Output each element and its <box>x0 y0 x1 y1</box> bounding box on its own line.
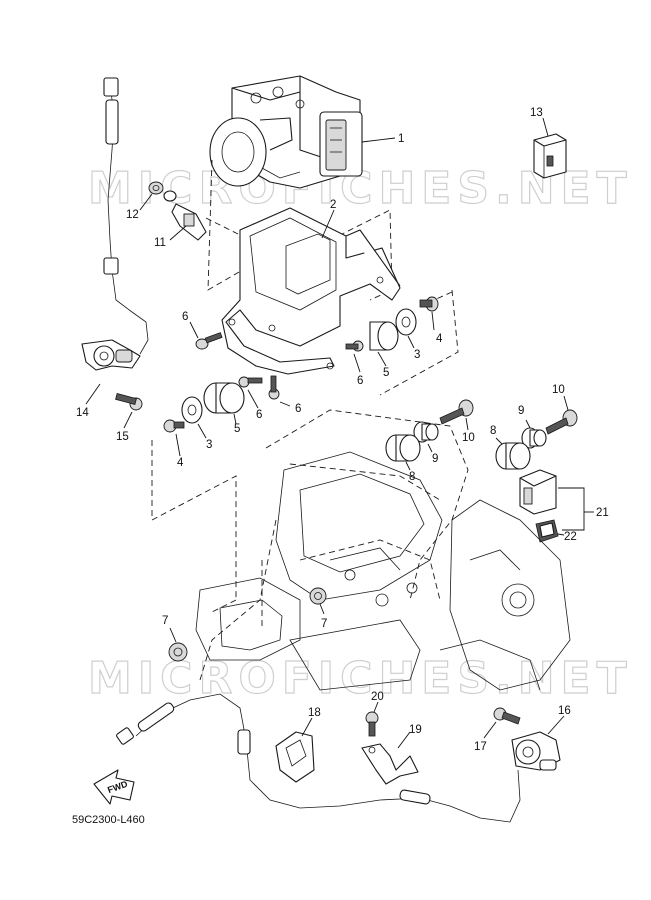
damper-5-lower[interactable] <box>203 382 245 414</box>
bolt-6-left[interactable] <box>195 332 223 350</box>
callout-4-lower: 4 <box>177 457 184 469</box>
front-wheel-sensor-lead[interactable] <box>103 77 149 355</box>
bolt-4-upper[interactable] <box>419 296 439 312</box>
bolt-20[interactable] <box>365 711 379 737</box>
callout-3-upper: 3 <box>414 349 420 361</box>
callout-3-lower: 3 <box>206 439 212 451</box>
collar-3-upper[interactable] <box>395 308 417 336</box>
callout-11: 11 <box>154 237 166 249</box>
abs-sensor-connector-11[interactable] <box>171 203 207 241</box>
bolt-15[interactable] <box>115 393 143 411</box>
callout-8-right: 8 <box>490 425 496 437</box>
callout-22: 22 <box>564 531 577 543</box>
damper-5-upper[interactable] <box>369 321 399 351</box>
callout-17: 17 <box>474 741 487 753</box>
callout-10-right: 10 <box>552 384 565 396</box>
callout-1: 1 <box>398 133 404 145</box>
damper-8-right[interactable] <box>495 442 531 470</box>
callout-6-b: 6 <box>357 375 363 387</box>
bolt-4-lower[interactable] <box>163 419 185 433</box>
damper-8-left[interactable] <box>385 434 421 462</box>
callout-19: 19 <box>409 724 422 736</box>
rear-sensor-lead[interactable] <box>116 693 521 823</box>
diagram-code: 59C2300-L460 <box>72 814 145 826</box>
coupler-cover-22[interactable] <box>535 519 559 543</box>
nut-7-right[interactable] <box>309 587 327 605</box>
collar-3-lower[interactable] <box>181 396 203 424</box>
callout-7-right: 7 <box>321 618 327 630</box>
callout-12: 12 <box>126 209 139 221</box>
callout-9-left: 9 <box>432 453 438 465</box>
bolt-10-left[interactable] <box>439 399 474 425</box>
callout-4-upper: 4 <box>436 333 443 345</box>
front-wheel-sensor[interactable] <box>81 339 141 371</box>
abs-bracket[interactable] <box>221 207 401 375</box>
collar-9-right[interactable] <box>521 427 547 449</box>
callout-16: 16 <box>558 705 571 717</box>
callout-15: 15 <box>116 431 129 443</box>
relay[interactable] <box>533 133 567 179</box>
coupler-21[interactable] <box>519 469 557 515</box>
sensor-stay-19[interactable] <box>361 743 419 785</box>
callout-10-left: 10 <box>462 432 475 444</box>
clamp-18[interactable] <box>275 731 315 783</box>
bolt-10-right[interactable] <box>545 409 578 435</box>
flange-nut-12[interactable] <box>148 181 177 202</box>
callout-13: 13 <box>530 107 543 119</box>
callout-21: 21 <box>596 507 609 519</box>
callout-6-d: 6 <box>295 403 301 415</box>
bolt-6-lower-b[interactable] <box>268 375 280 400</box>
nut-7-left[interactable] <box>168 642 188 662</box>
bolt-17[interactable] <box>493 707 521 725</box>
frame-reference <box>195 409 571 691</box>
abs-hydraulic-unit[interactable] <box>209 75 363 189</box>
collar-9-left[interactable] <box>413 421 439 443</box>
forward-arrow-icon: FWD <box>93 769 135 805</box>
callout-20: 20 <box>371 691 384 703</box>
callout-6-a: 6 <box>182 311 188 323</box>
callout-2: 2 <box>330 199 336 211</box>
callout-5-lower: 5 <box>234 423 240 435</box>
watermark-bottom: MICROFICHES.NET <box>88 653 633 704</box>
rear-wheel-sensor-16[interactable] <box>511 731 561 771</box>
callout-18: 18 <box>308 707 321 719</box>
callout-5-upper: 5 <box>383 367 389 379</box>
callout-7-left: 7 <box>162 615 168 627</box>
callout-6-c: 6 <box>256 409 262 421</box>
bolt-6-lower-a[interactable] <box>238 376 263 388</box>
callout-14: 14 <box>76 407 89 419</box>
callout-9-right: 9 <box>518 405 524 417</box>
bolt-6-center[interactable] <box>345 340 364 352</box>
